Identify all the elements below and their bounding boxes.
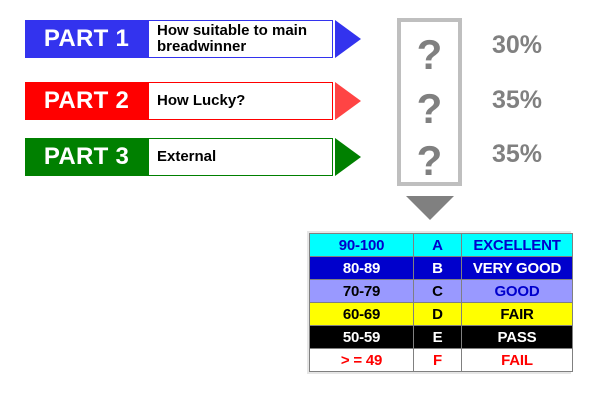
question-mark-icon: ? [416,85,443,132]
question-mark-icon: ? [416,137,443,184]
grade-range-cell: 70-79 [309,279,414,303]
part-description-1: How suitable to main breadwinner [148,20,333,58]
grade-descriptor-cell: FAIR [461,302,573,326]
grade-grade-cell: F [413,348,462,372]
grade-range-cell: 90-100 [309,233,414,257]
grade-grade-cell: E [413,325,462,349]
grade-range-cell: 60-69 [309,302,414,326]
grade-range-cell: 50-59 [309,325,414,349]
grade-grade-cell: A [413,233,462,257]
part-label-2: PART 2 [25,82,148,120]
part-description-3: External [148,138,333,176]
weight-panel: ? ? ? [397,18,462,186]
part-row-2: PART 2 How Lucky? [25,82,361,120]
grade-descriptor-cell: GOOD [461,279,573,303]
weight-percent-1: 30% [492,31,543,59]
part-description-2: How Lucky? [148,82,333,120]
part-label-1: PART 1 [25,20,148,58]
part-label-3: PART 3 [25,138,148,176]
grade-descriptor-cell: VERY GOOD [461,256,573,280]
grade-descriptor-cell: PASS [461,325,573,349]
right-arrow-icon [335,82,361,120]
grade-descriptor-cell: FAIL [461,348,573,372]
grade-range-cell: 80-89 [309,256,414,280]
part-row-1: PART 1 How suitable to main breadwinner [25,20,361,58]
weight-percent-2: 35% [492,86,543,114]
grade-grade-cell: D [413,302,462,326]
question-mark-icon: ? [416,31,443,78]
grade-grade-cell: B [413,256,462,280]
grade-descriptor-cell: EXCELLENT [461,233,573,257]
right-arrow-icon [335,20,361,58]
right-arrow-icon [335,138,361,176]
grade-grade-cell: C [413,279,462,303]
grade-range-cell: > = 49 [309,348,414,372]
part-row-3: PART 3 External [25,138,361,176]
down-arrow-icon [406,196,454,220]
weight-percent-3: 35% [492,140,543,168]
